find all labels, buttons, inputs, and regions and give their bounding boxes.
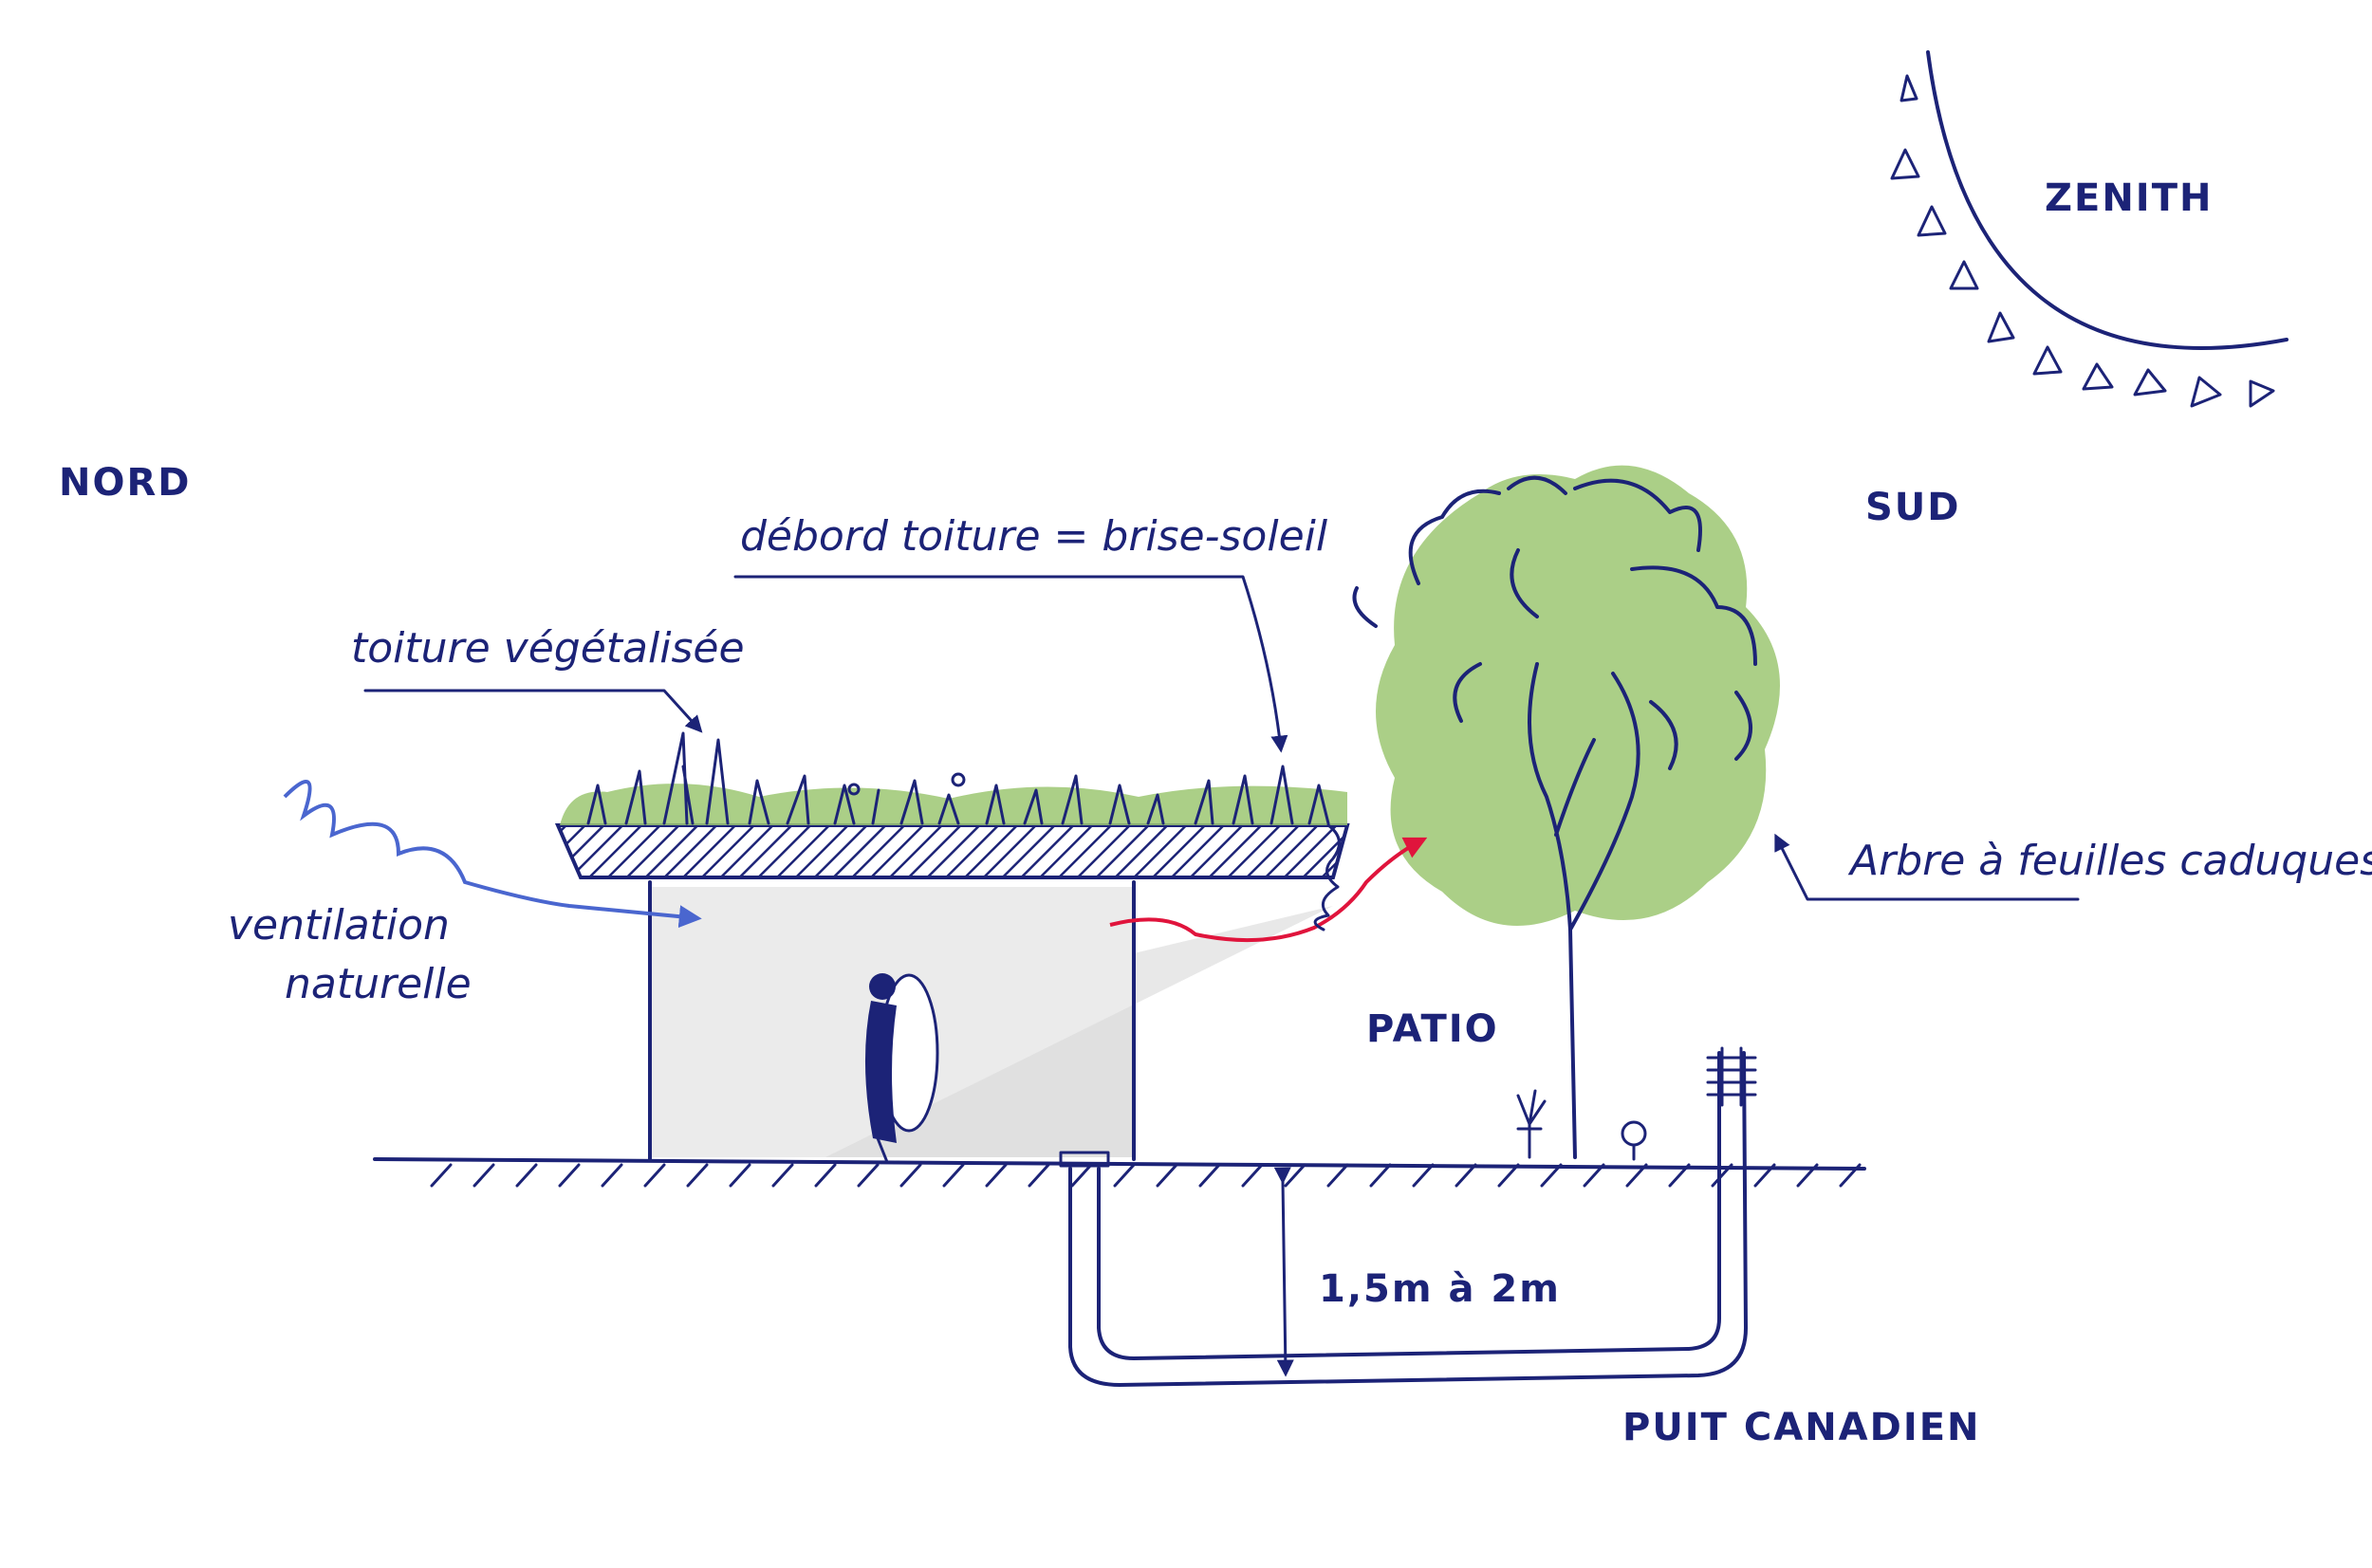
warm-air-arrow — [1109, 837, 1428, 943]
depth-dimension — [1273, 1167, 1294, 1377]
sun-ray-wedge — [825, 906, 1333, 1157]
ventilation-label-line2: naturelle — [285, 960, 472, 1008]
overhang-leader — [733, 575, 1288, 753]
depth-label: 1,5m à 2m — [1319, 1267, 1561, 1311]
north-label: NORD — [59, 461, 191, 505]
zenith-label: ZENITH — [2045, 176, 2213, 220]
sun-path-arc — [1890, 50, 2289, 408]
building — [554, 731, 1350, 1164]
green-roof-leader — [363, 689, 703, 733]
south-label: SUD — [1865, 486, 1961, 529]
tree-leader — [1774, 833, 2080, 901]
canadian-well-label: PUIT CANADIEN — [1622, 1406, 1981, 1449]
sun-position-triangles — [1890, 74, 2275, 408]
patio-label: PATIO — [1366, 1007, 1499, 1051]
person-silhouette — [864, 973, 939, 1164]
cool-air-arrow — [283, 780, 702, 929]
canadian-well-pipe — [1059, 1046, 1757, 1387]
green-roof-label: toiture végétalisée — [351, 624, 745, 673]
tree-foliage — [1376, 465, 1780, 926]
ventilation-label-line1: ventilation — [228, 901, 450, 950]
deciduous-tree — [1352, 465, 1780, 1159]
vent-intake-mast — [1706, 1046, 1757, 1107]
patio-plants — [1516, 1089, 1647, 1161]
roof-slab — [554, 823, 1350, 879]
green-roof-vegetation — [560, 731, 1347, 825]
ground-line — [373, 1157, 1866, 1188]
tree-label: Arbre à feuilles caduques — [1847, 837, 2372, 885]
roof-overhang-label: débord toiture = brise-soleil — [740, 512, 1328, 561]
roof-edge-squiggle — [1313, 823, 1341, 932]
